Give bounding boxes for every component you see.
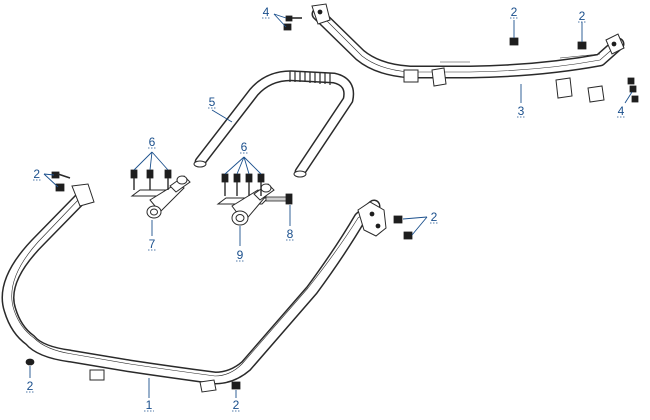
right-bracket-part-9 xyxy=(216,183,275,226)
callout-2-right: 2 xyxy=(431,210,438,224)
callout-5: 5 xyxy=(209,95,216,109)
handle-bar-part-5 xyxy=(193,70,355,178)
callout-4-right: 4 xyxy=(618,104,625,118)
rear-bar-part-3 xyxy=(311,3,625,103)
callout-6-right: 6 xyxy=(241,140,248,154)
callout-6-left: 6 xyxy=(149,135,156,149)
callout-1: 1 xyxy=(146,398,153,412)
callout-8: 8 xyxy=(287,227,294,241)
callout-labels: 1 2 2 2 2 2 2 3 4 4 5 6 6 7 8 9 xyxy=(26,5,625,412)
callout-3: 3 xyxy=(518,104,525,118)
leader-lines xyxy=(29,13,633,398)
callout-9: 9 xyxy=(237,248,244,262)
callout-2-left-bottom: 2 xyxy=(27,379,34,393)
callout-7: 7 xyxy=(149,237,156,251)
front-bar-part-1 xyxy=(1,183,387,393)
bolt-part-8 xyxy=(265,193,293,205)
fasteners xyxy=(51,15,639,390)
callout-2-top-a: 2 xyxy=(511,5,518,19)
callout-2-bottom: 2 xyxy=(233,398,240,412)
callout-4-left: 4 xyxy=(263,5,270,19)
callout-2-top-b: 2 xyxy=(579,9,586,23)
left-bracket-part-7 xyxy=(130,175,191,219)
callout-2-left-top: 2 xyxy=(33,167,40,181)
